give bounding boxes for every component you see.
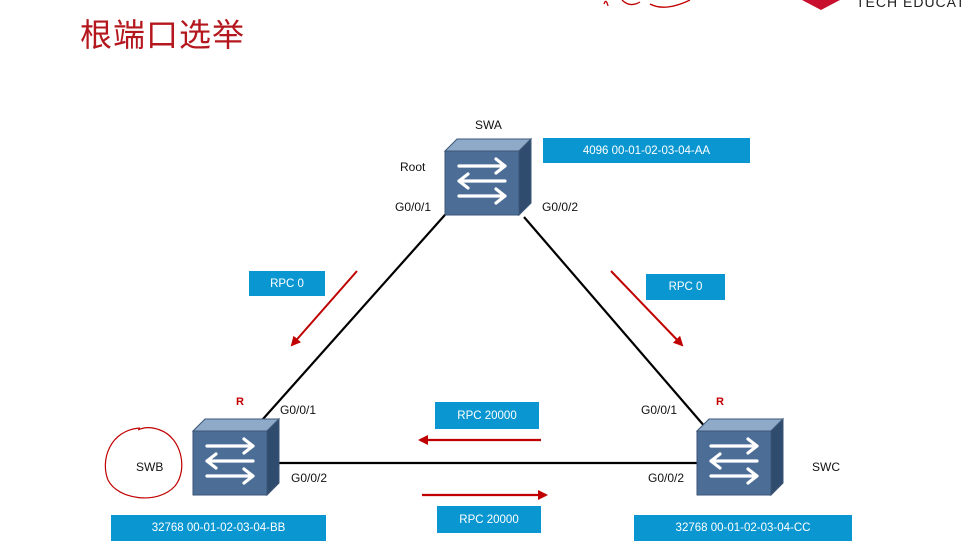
arrow-rpc-a-to-b	[290, 270, 358, 347]
swa-port-g001: G0/0/1	[395, 200, 432, 214]
logo-mark	[802, 0, 840, 10]
switch-swc-icon	[695, 417, 785, 497]
swc-name: SWC	[812, 460, 840, 474]
annotation-circle-swb	[104, 427, 183, 499]
pen-mark-top	[603, 0, 691, 8]
rpc-box-c-to-b: RPC 20000	[435, 402, 539, 429]
swb-port-g002: G0/0/2	[291, 471, 328, 485]
swb-name: SWB	[136, 460, 164, 474]
swa-port-g002: G0/0/2	[542, 200, 579, 214]
arrow-rpc-a-to-c	[610, 270, 684, 347]
rpc-box-a-to-b: RPC 0	[249, 271, 325, 296]
swa-name: SWA	[475, 118, 502, 132]
page-title: 根端口选举	[80, 16, 246, 54]
swb-bridge-id-box: 32768 00-01-02-03-04-BB	[111, 515, 326, 541]
link-swa-swb	[254, 206, 453, 429]
swb-port-g001: G0/0/1	[280, 403, 317, 417]
swc-port-g002: G0/0/2	[648, 471, 685, 485]
link-swa-swc	[523, 216, 707, 429]
rpc-box-a-to-c: RPC 0	[646, 274, 725, 300]
swc-port-g001: G0/0/1	[641, 403, 678, 417]
swb-root-port-mark: R	[236, 396, 244, 408]
swa-bridge-id-box: 4096 00-01-02-03-04-AA	[543, 138, 750, 163]
switch-swa-icon	[443, 137, 533, 217]
swc-bridge-id-box: 32768 00-01-02-03-04-CC	[634, 515, 852, 541]
switch-swb-icon	[191, 417, 281, 497]
swc-root-port-mark: R	[716, 396, 724, 408]
logo-text: TECH EDUCATI	[856, 0, 964, 10]
rpc-box-b-to-c: RPC 20000	[437, 506, 541, 533]
swa-role-label: Root	[400, 160, 426, 174]
